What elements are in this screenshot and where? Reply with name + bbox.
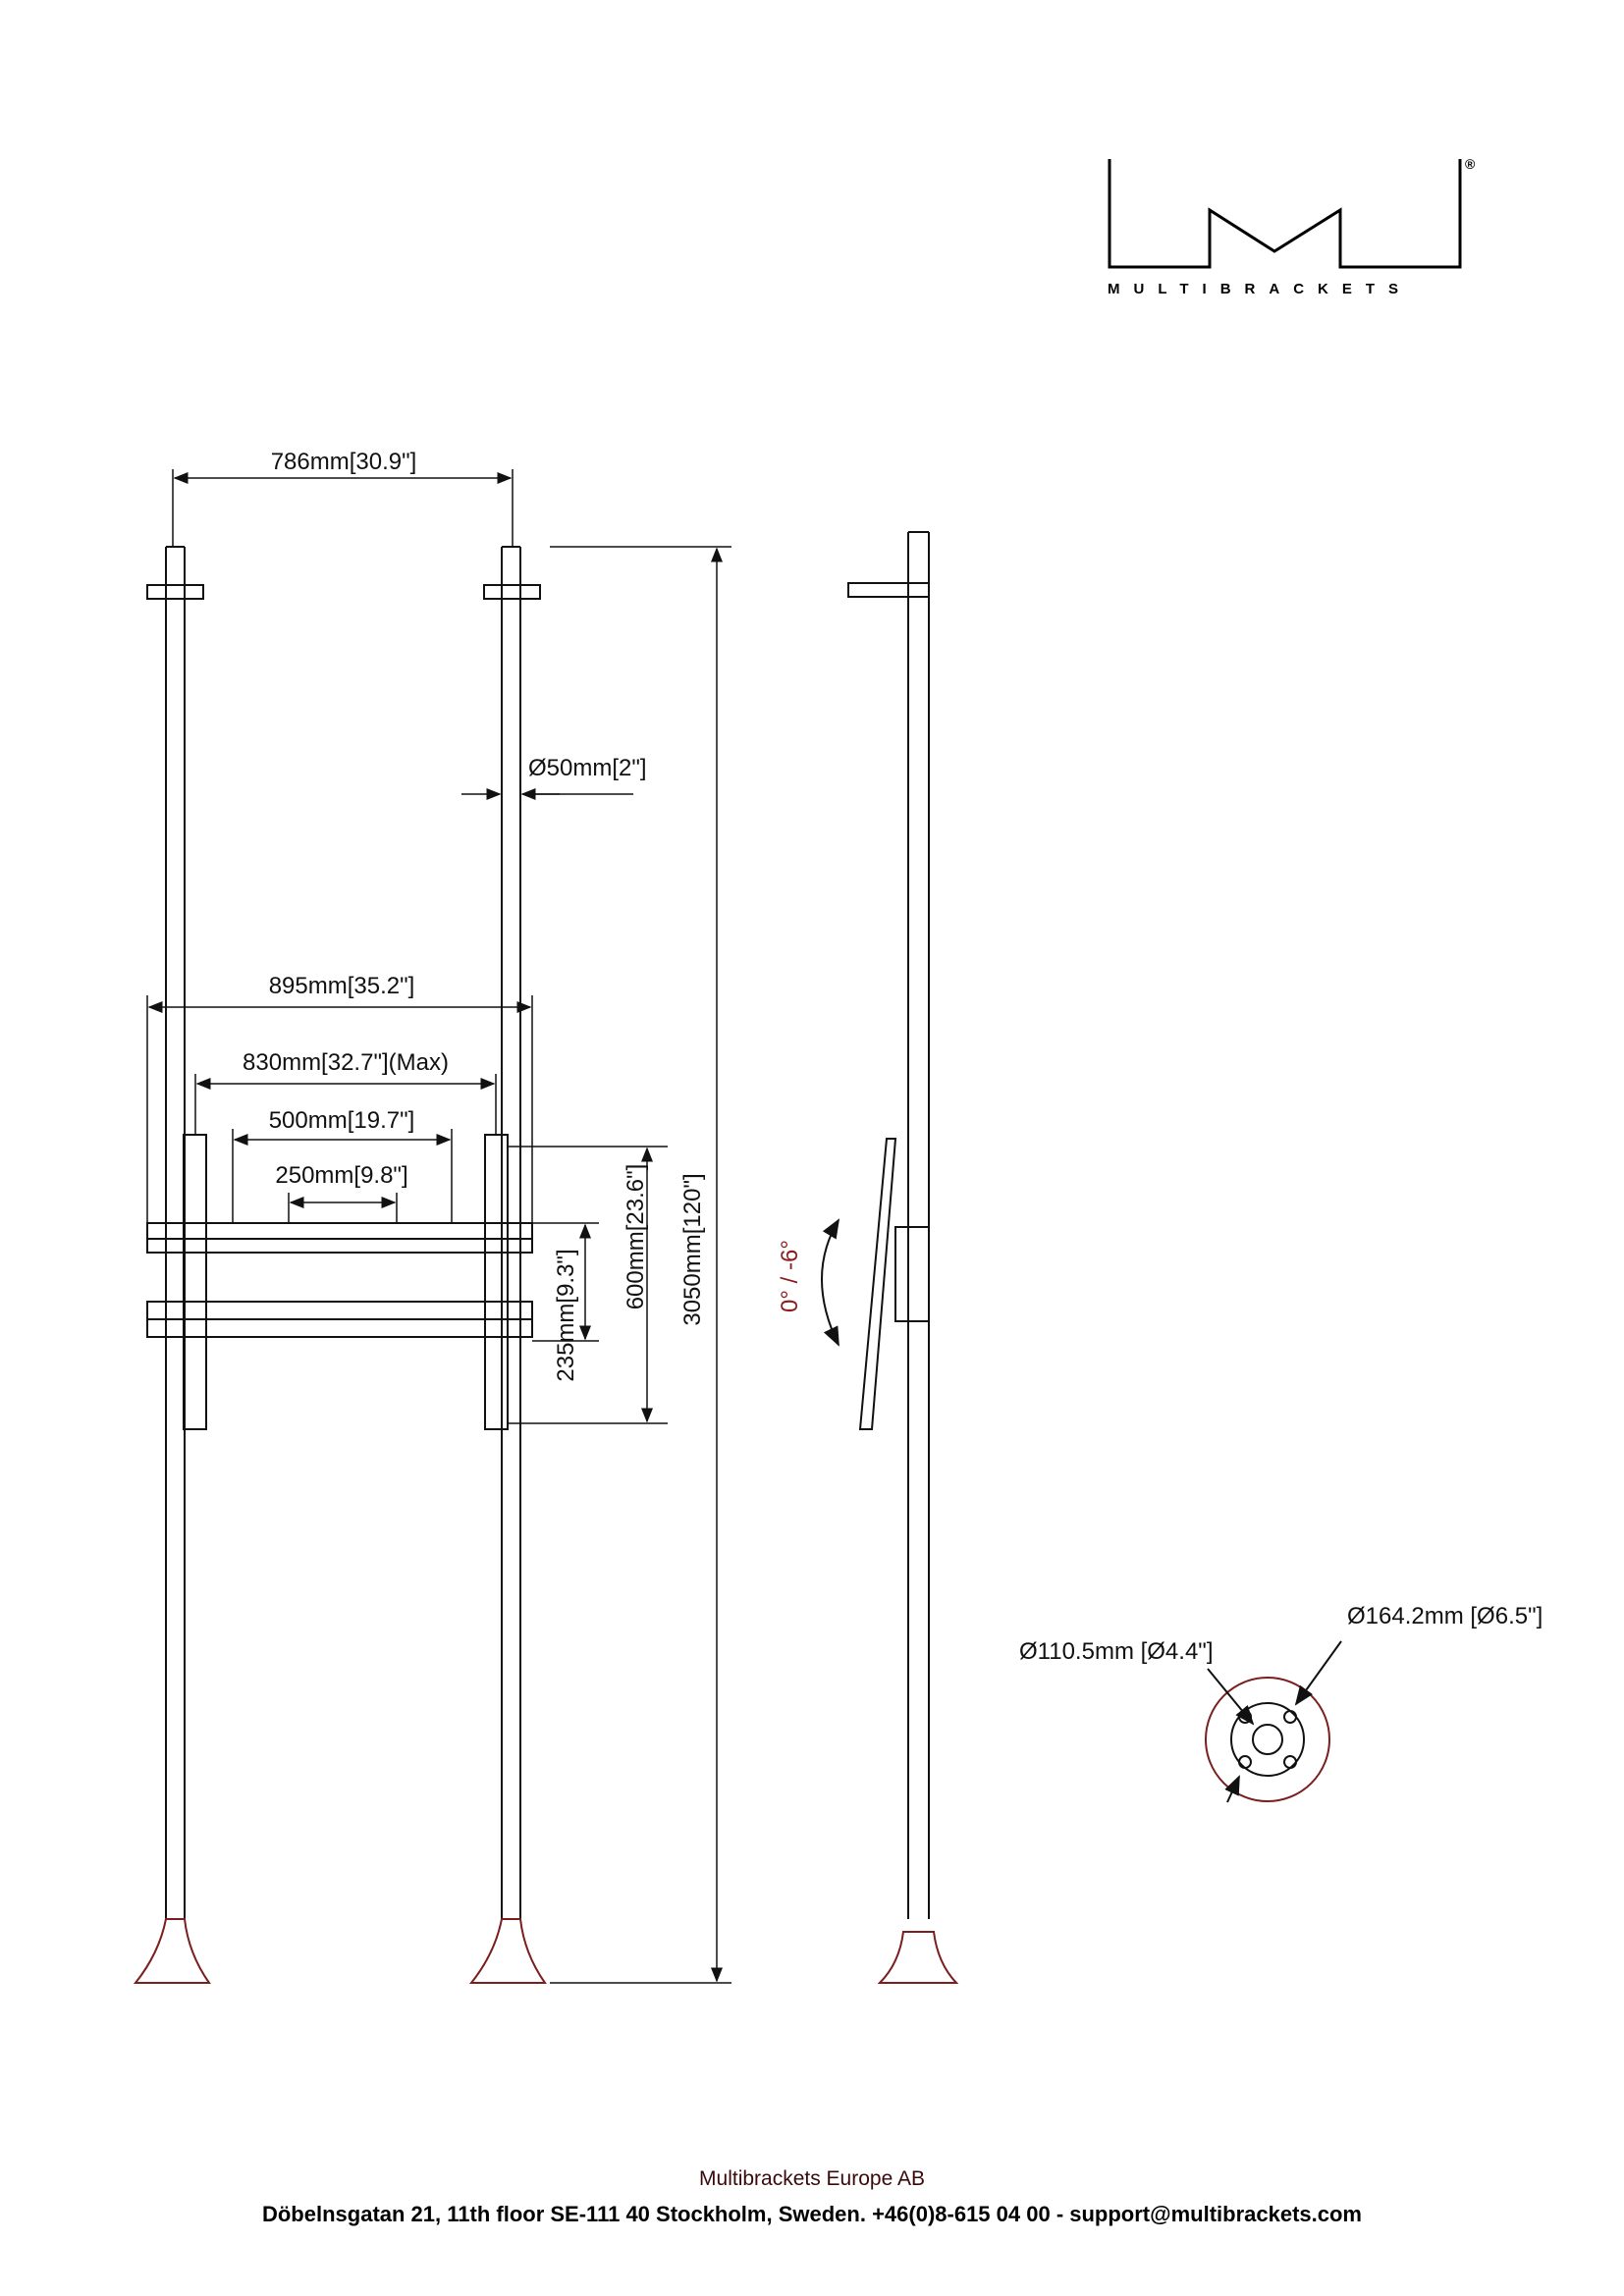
base-outer-diameter-label: Ø164.2mm [Ø6.5"] xyxy=(1347,1603,1543,1629)
side-view-pole xyxy=(847,531,930,1919)
height-235-label: 235mm[9.3"] xyxy=(553,1249,579,1381)
vesa-250-label: 250mm[9.8"] xyxy=(275,1162,407,1189)
left-pole xyxy=(146,546,204,1919)
right-pole-base xyxy=(468,1918,547,1984)
max-width-label: 830mm[32.7"](Max) xyxy=(243,1049,449,1076)
base-inner-diameter-label: Ø110.5mm [Ø4.4"] xyxy=(1019,1638,1213,1665)
pole-diameter-label: Ø50mm[2"] xyxy=(528,755,647,781)
right-pole xyxy=(483,546,541,1919)
registered-mark: ® xyxy=(1465,156,1476,172)
total-height-label: 3050mm[120"] xyxy=(679,1173,706,1325)
vesa-500-label: 500mm[19.7"] xyxy=(269,1107,415,1134)
side-view-base xyxy=(877,1931,959,1984)
tilt-arrow xyxy=(821,1218,840,1347)
pole-spacing-label: 786mm[30.9"] xyxy=(271,449,417,475)
footer-address: Döbelnsgatan 21, 11th floor SE-111 40 St… xyxy=(261,2202,1362,2226)
logo-wordmark: MULTIBRACKETS xyxy=(1108,281,1412,297)
base-plate-top-view xyxy=(1205,1640,1342,1803)
height-600-label: 600mm[23.6"] xyxy=(623,1164,649,1310)
tilt-label: 0° / -6° xyxy=(777,1240,803,1312)
left-pole-base xyxy=(133,1918,211,1984)
footer-company: Multibrackets Europe AB xyxy=(699,2167,925,2190)
overall-width-label: 895mm[35.2"] xyxy=(269,973,415,999)
multibrackets-logo xyxy=(1108,159,1462,269)
